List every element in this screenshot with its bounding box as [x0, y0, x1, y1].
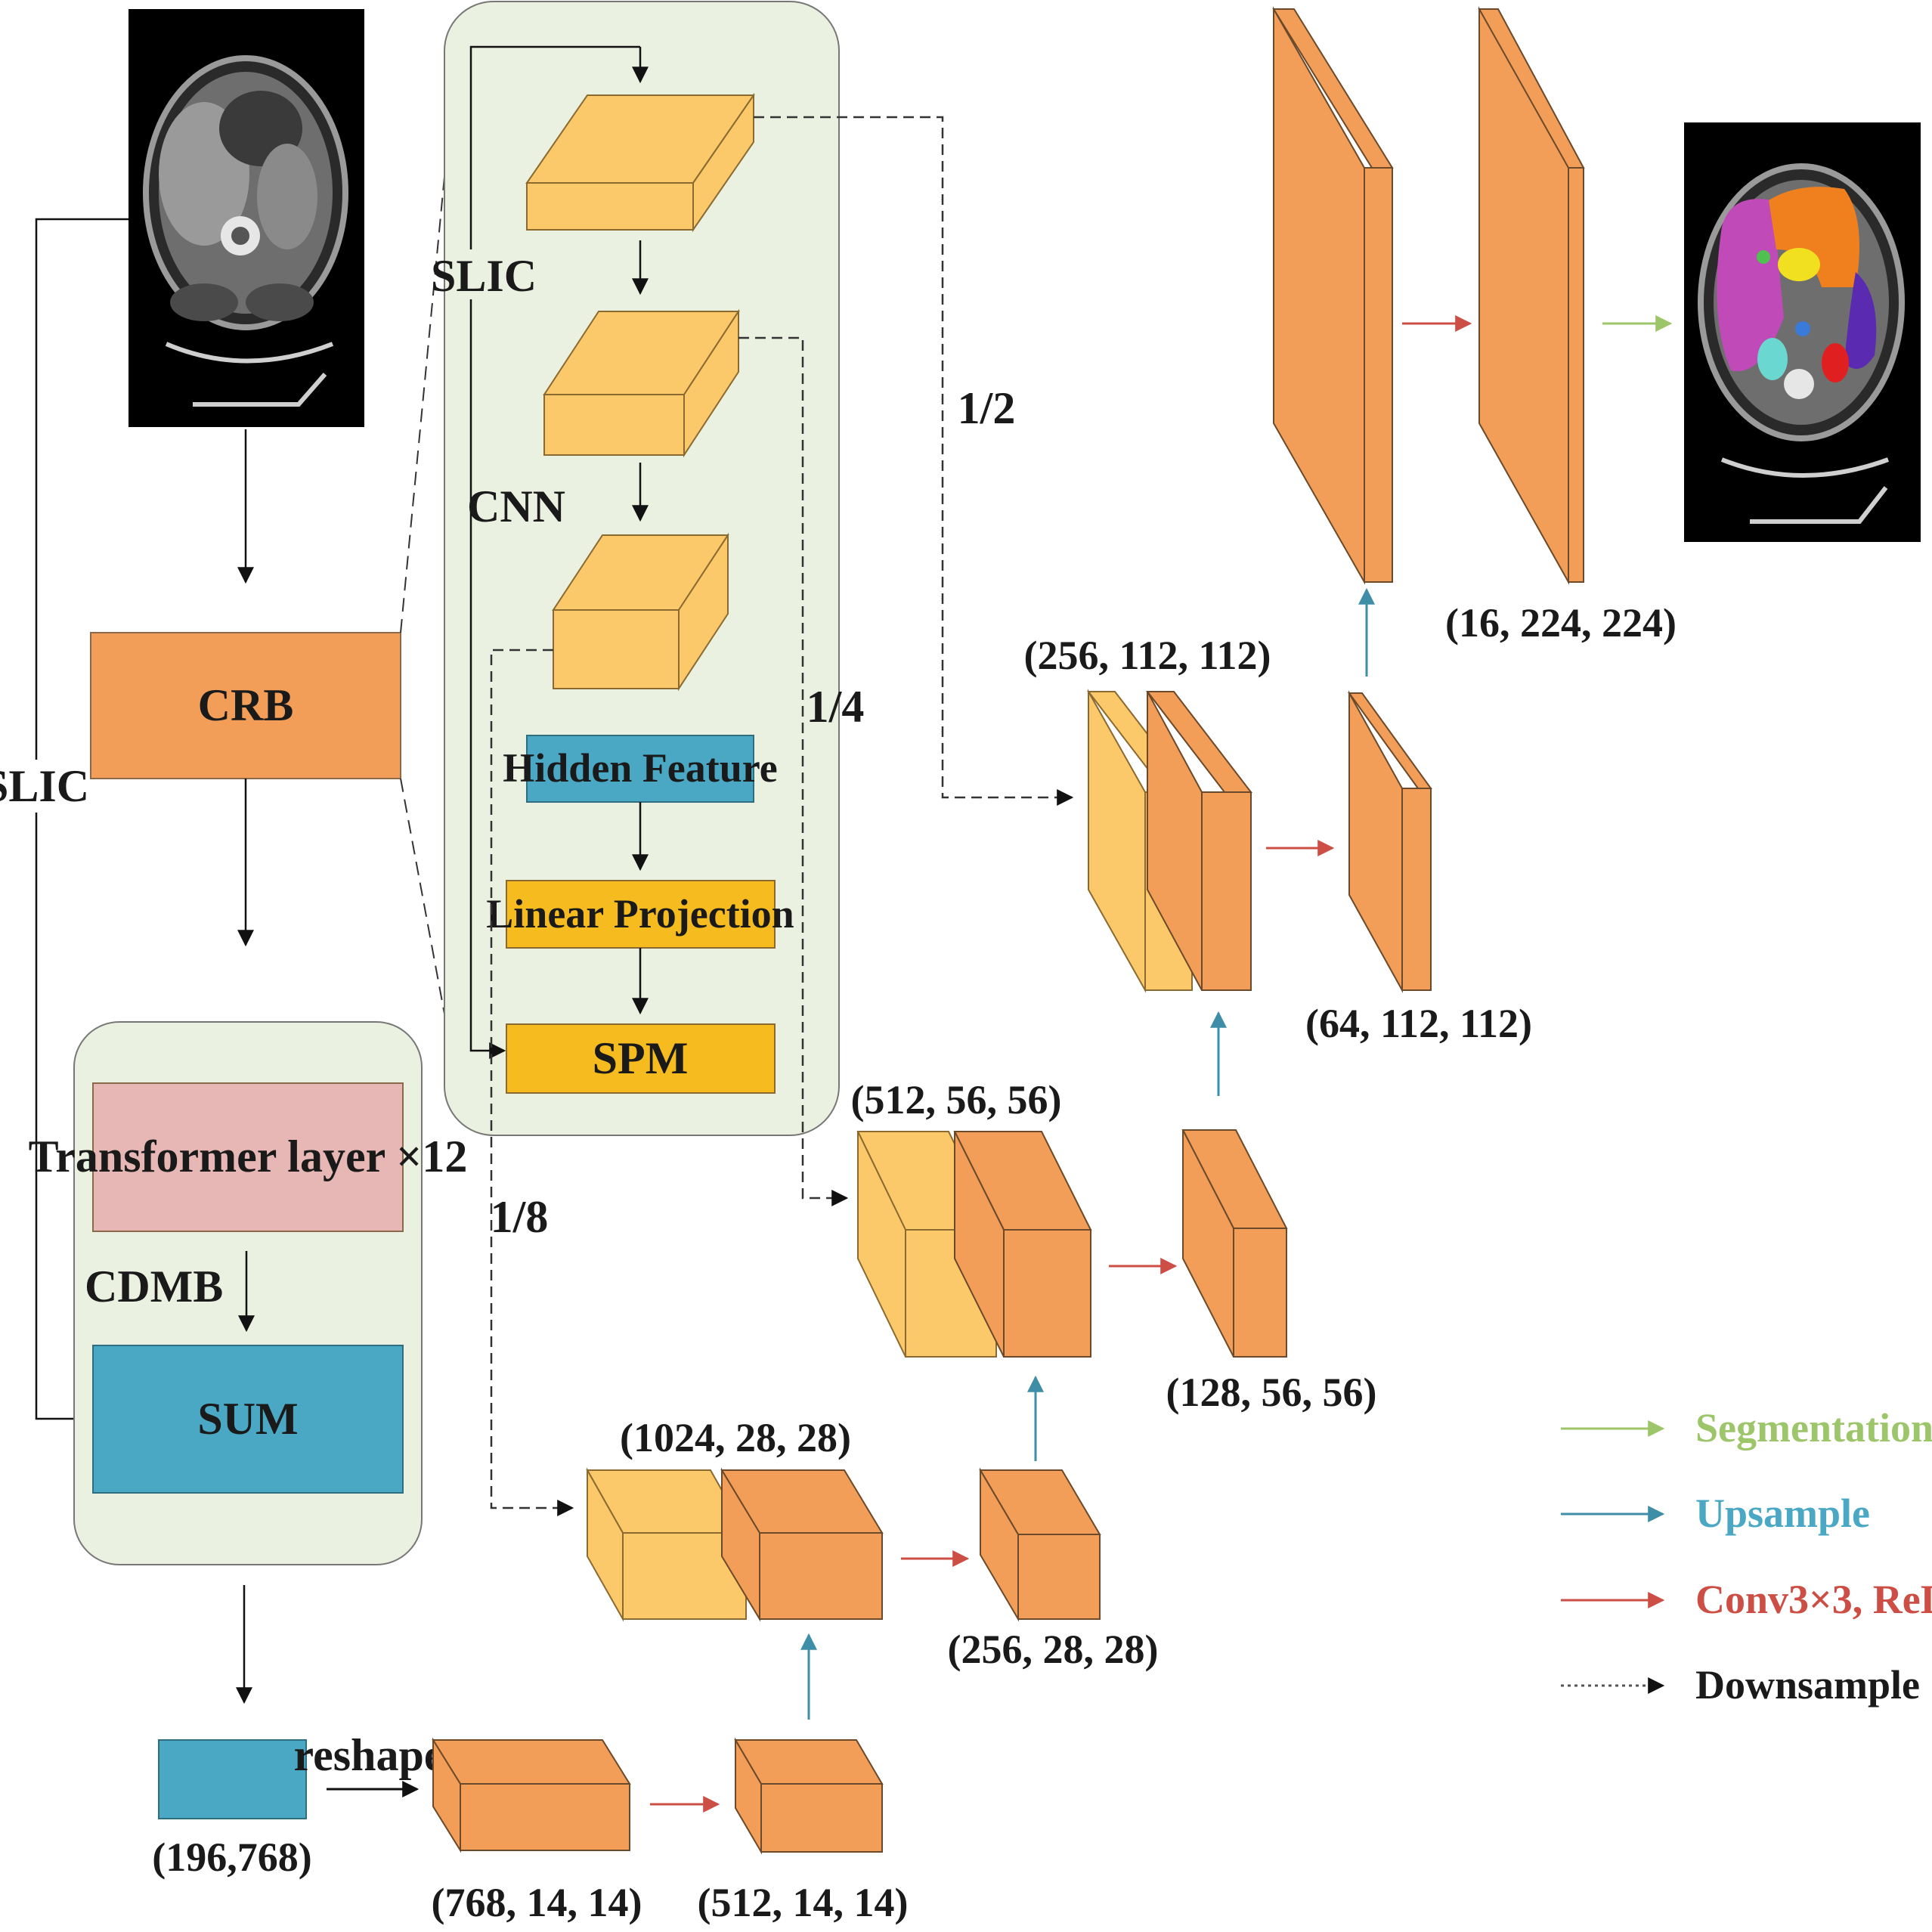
feature-block-64 — [1348, 690, 1432, 993]
encoder-slic-label: SLIC — [431, 251, 537, 301]
feature-block-768 — [432, 1737, 631, 1853]
feature-slab-224-b — [1478, 6, 1585, 585]
feature-block-128 — [1181, 1129, 1288, 1358]
dim-256-112: (256, 112, 112) — [1023, 633, 1271, 678]
dim-512-14: (512, 14, 14) — [698, 1880, 909, 1925]
scale-half-label: 1/2 — [958, 383, 1016, 433]
dim-768: (768, 14, 14) — [432, 1880, 642, 1925]
dim-16: (16, 224, 224) — [1445, 600, 1677, 646]
cdmb-panel: Transformer layer ×12 CDMB SUM — [29, 1021, 468, 1565]
left-slic-connector — [35, 218, 128, 1427]
legend: Segmentation head Upsample Conv3×3, ReLU… — [1561, 1405, 1932, 1708]
feature-block-256-28 — [979, 1467, 1101, 1622]
linear-projection-block — [506, 880, 776, 949]
feature-block-512-56-orange — [953, 1131, 1092, 1358]
dim-64: (64, 112, 112) — [1305, 1001, 1532, 1046]
cnn-label: CNN — [467, 481, 565, 531]
feature-slab-224-a — [1272, 6, 1394, 585]
sum-block — [92, 1345, 404, 1494]
skip-half-connector — [754, 116, 1074, 806]
crb-label: CRB — [198, 680, 294, 730]
zoom-line-bottom — [400, 778, 453, 1055]
segmentation-mask-image — [1684, 122, 1921, 542]
scale-eighth-label: 1/8 — [491, 1192, 549, 1242]
cdmb-label: CDMB — [85, 1262, 223, 1311]
zoom-line-top — [400, 98, 453, 633]
dim-128: (128, 56, 56) — [1166, 1370, 1377, 1415]
transformer-label: Transformer layer ×12 — [29, 1132, 468, 1181]
sum-label: SUM — [197, 1394, 298, 1444]
token-block — [158, 1739, 307, 1819]
dim-1024: (1024, 28, 28) — [620, 1415, 851, 1460]
feature-block-1024-orange — [720, 1467, 884, 1622]
encoder-slic-connector — [469, 45, 640, 1059]
feature-block-512-14 — [734, 1737, 884, 1855]
skip-eighth-connector — [490, 649, 574, 1516]
left-slic-label: SLIC — [0, 761, 89, 811]
legend-conv-label: Conv3×3, ReLU — [1695, 1577, 1932, 1622]
cnn-block-3 — [552, 532, 729, 692]
cnn-block-1 — [525, 92, 755, 233]
dim-token: (196,768) — [152, 1834, 311, 1880]
hidden-feature-block — [526, 735, 754, 803]
crb-block: CRB — [90, 632, 401, 779]
dim-256-28: (256, 28, 28) — [948, 1627, 1159, 1672]
legend-segmentation-label: Segmentation head — [1695, 1405, 1932, 1451]
legend-downsample-label: Downsample — [1695, 1662, 1920, 1708]
reshape-label: reshape — [294, 1730, 444, 1780]
legend-upsample-label: Upsample — [1695, 1491, 1870, 1536]
transformer-layer-block — [92, 1082, 404, 1232]
spm-block — [506, 1023, 776, 1094]
hidden-feature-label: Hidden Feature — [503, 745, 778, 791]
scale-quarter-label: 1/4 — [807, 682, 865, 732]
spm-label: SPM — [593, 1033, 689, 1083]
cnn-block-2 — [543, 308, 740, 458]
dim-512-56: (512, 56, 56) — [851, 1077, 1062, 1122]
linear-projection-label: Linear Projection — [486, 891, 794, 937]
feature-block-256-112-orange — [1145, 691, 1253, 991]
ct-scan-image — [128, 9, 364, 427]
